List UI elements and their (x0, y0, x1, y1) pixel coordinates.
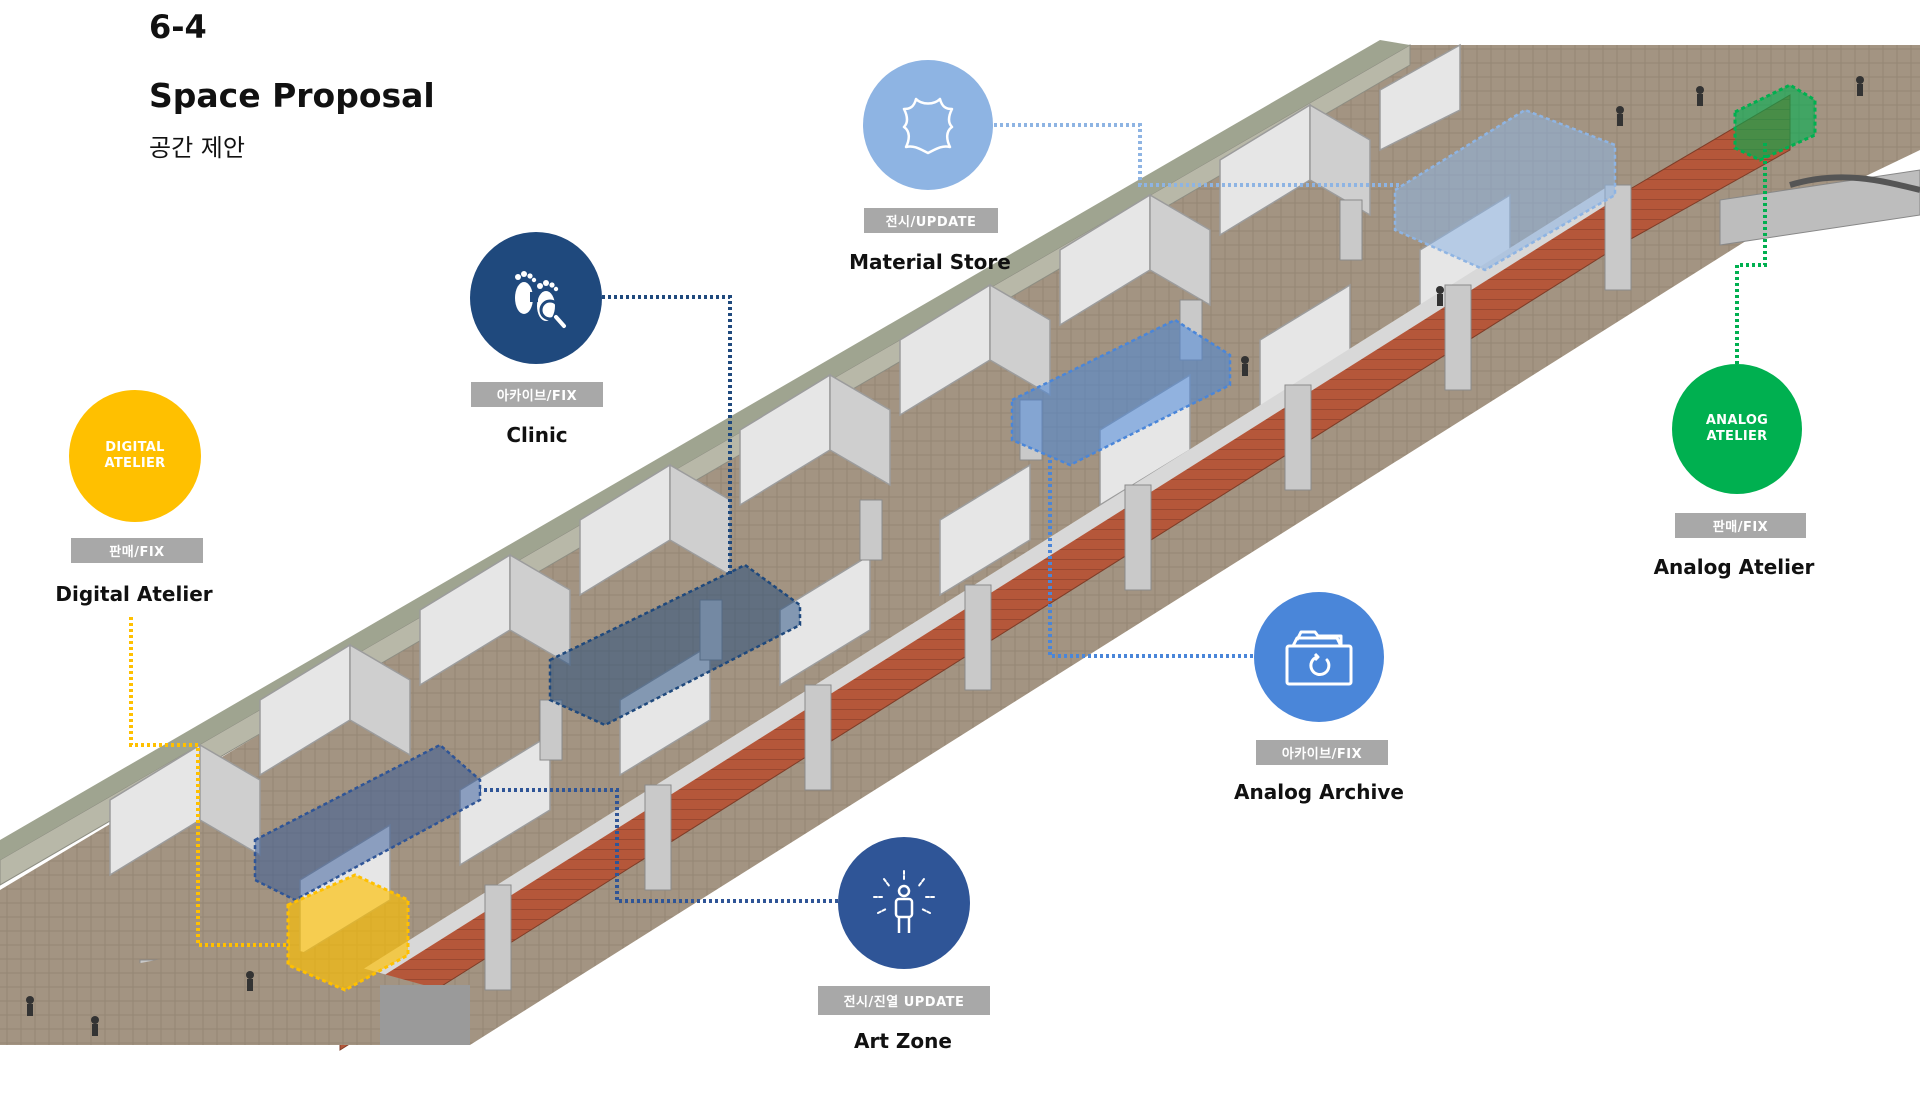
archive-box-icon (1285, 630, 1353, 686)
leather-hide-icon (902, 97, 954, 155)
clinic-circle (470, 232, 602, 364)
material-store-tag: 전시/UPDATE (864, 208, 998, 233)
analog-archive-circle (1254, 592, 1384, 722)
columns (139, 184, 1632, 1031)
analog-atelier-circle-line-2: ATELIER (1706, 429, 1768, 444)
zone-highlight-analog-atelier (1733, 83, 1817, 162)
analog-atelier-circle-line-1: ANALOG (1705, 413, 1769, 428)
art-zone-tag: 전시/진열 UPDATE (818, 986, 990, 1015)
page-subtitle: 공간 제안 (149, 134, 245, 162)
page-title: Space Proposal (149, 76, 435, 115)
leader-line-art-zone (480, 788, 838, 903)
material-store-circle (863, 60, 993, 190)
digital-atelier-circle-text: DIGITAL ATELIER (105, 440, 166, 472)
analog-archive-label: Analog Archive (1234, 780, 1404, 804)
zone-highlight-analog-archive (1010, 318, 1232, 467)
digital-atelier-tag: 판매/FIX (71, 538, 203, 563)
people-figures (26, 76, 1864, 1036)
zone-highlight-digital-atelier (286, 873, 410, 992)
leader-line-digital-atelier (129, 617, 290, 947)
footprints-magnifier-icon (515, 271, 566, 328)
leader-line-material-store (994, 123, 1400, 187)
digital-atelier-circle-line-1: DIGITAL (105, 440, 165, 455)
material-store-label: Material Store (849, 250, 1011, 274)
shop-partitions (109, 43, 1511, 957)
analog-atelier-circle: ANALOG ATELIER (1672, 364, 1802, 494)
zone-highlight-clinic (548, 563, 802, 727)
digital-atelier-circle: DIGITAL ATELIER (69, 390, 201, 522)
art-zone-circle (838, 837, 970, 969)
leader-line-analog-archive (1048, 460, 1253, 658)
zone-highlight-art-zone (253, 743, 482, 902)
leader-line-analog-atelier (1735, 140, 1767, 364)
analog-archive-tag: 아카이브/FIX (1256, 740, 1388, 765)
clinic-tag: 아카이브/FIX (471, 382, 603, 407)
digital-atelier-circle-line-2: ATELIER (104, 456, 166, 471)
zone-highlight-material-store (1393, 108, 1617, 272)
analog-atelier-circle-text: ANALOG ATELIER (1706, 413, 1768, 445)
page-number: 6-4 (149, 8, 207, 46)
analog-atelier-tag: 판매/FIX (1675, 513, 1806, 538)
digital-atelier-label: Digital Atelier (55, 582, 213, 606)
analog-atelier-label: Analog Atelier (1653, 555, 1815, 579)
person-spotlight-icon (873, 870, 935, 933)
art-zone-label: Art Zone (854, 1029, 952, 1053)
leader-line-clinic (602, 295, 732, 575)
left-balcony (380, 985, 470, 1045)
clinic-label: Clinic (506, 423, 568, 447)
escalator (1789, 174, 1920, 193)
